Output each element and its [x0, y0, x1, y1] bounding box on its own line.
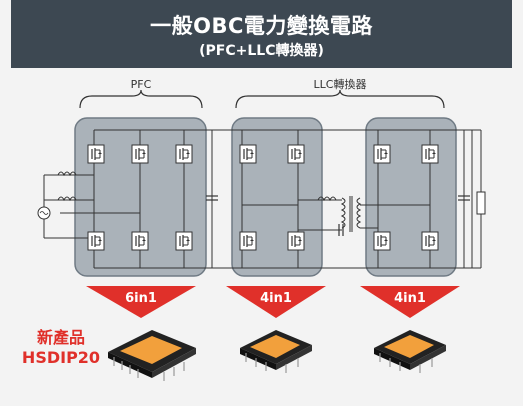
new-product-line2: HSDIP20 — [21, 348, 101, 367]
new-product-line1: 新產品 — [36, 328, 85, 347]
llc-label: LLC轉換器 — [314, 78, 367, 91]
transformer — [340, 196, 362, 232]
mosfet-icon — [373, 231, 391, 251]
mosfet-icon — [175, 144, 193, 164]
pfc-module-label: 6in1 — [125, 291, 157, 306]
mosfet-icon — [239, 144, 257, 164]
llc-secondary-module-group — [365, 117, 457, 277]
mosfet-icon — [131, 144, 149, 164]
llc-secondary-module-label: 4in1 — [394, 291, 426, 306]
llc-primary-module-group — [231, 117, 323, 277]
mosfet-icon — [287, 144, 305, 164]
pfc-label: PFC — [131, 78, 152, 91]
llc-primary-arrow — [226, 286, 326, 318]
pfc-inductor — [57, 196, 77, 202]
llc-primary-module-label: 4in1 — [260, 291, 292, 306]
title-banner: 一般OBC電力變換電路 (PFC+LLC轉換器) — [11, 0, 512, 68]
mosfet-icon — [287, 231, 305, 251]
output-capacitor — [458, 195, 470, 201]
llc-bracket — [235, 89, 445, 109]
new-product-label: 新產品 HSDIP20 — [16, 328, 106, 368]
resonant-capacitor — [338, 224, 344, 236]
load-resistor — [476, 191, 486, 215]
page-title: 一般OBC電力變換電路 — [150, 14, 373, 38]
dc-link-capacitor — [206, 195, 218, 201]
page-subtitle: (PFC+LLC轉換器) — [199, 43, 324, 59]
input-inductor — [57, 171, 77, 177]
mosfet-icon — [421, 144, 439, 164]
4in1-chip-image — [240, 330, 312, 373]
mosfet-icon — [421, 231, 439, 251]
pfc-bracket — [79, 89, 203, 109]
mosfet-icon — [175, 231, 193, 251]
mosfet-icon — [87, 231, 105, 251]
mosfet-icon — [373, 144, 391, 164]
llc-secondary-arrow — [360, 286, 460, 318]
mosfet-icon — [239, 231, 257, 251]
mosfet-icon — [131, 231, 149, 251]
hsdip20-chip-image — [108, 330, 196, 381]
4in1-chip-image — [374, 330, 446, 373]
pfc-arrow — [86, 286, 196, 318]
resonant-inductor — [317, 196, 337, 202]
mosfet-icon — [87, 144, 105, 164]
